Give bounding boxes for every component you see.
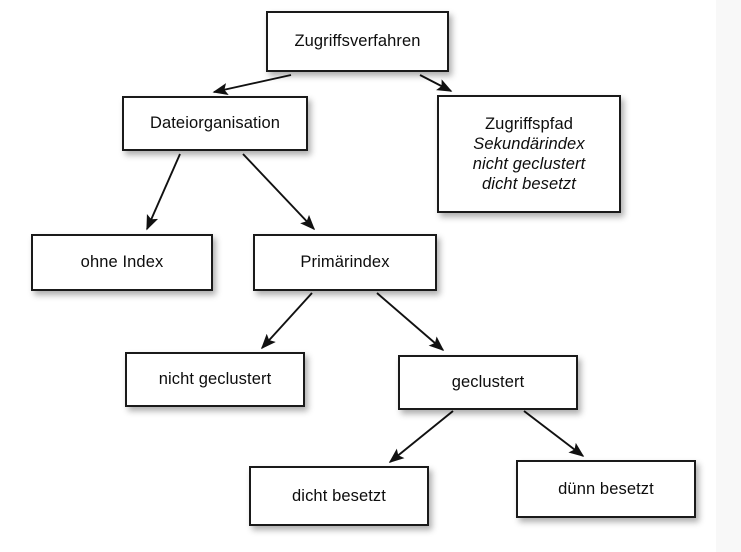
node-duenn-besetzt[interactable]: dünn besetzt	[516, 460, 696, 518]
edge-primaerindex-geclustert	[376, 292, 445, 351]
node-primaerindex[interactable]: Primärindex	[253, 234, 437, 291]
edge-primaerindex-nicht-geclustert	[260, 292, 313, 350]
node-label: Zugriffsverfahren	[294, 32, 421, 51]
node-label: Dateiorganisation	[149, 114, 281, 133]
node-label: dicht besetzt	[292, 486, 386, 505]
edge-zugriffsverfahren-zugriffspfad	[419, 74, 453, 92]
node-dateiorganisation[interactable]: Dateiorganisation	[122, 96, 308, 151]
edge-dateiorganisation-ohne-index	[146, 153, 181, 231]
edge-dateiorganisation-primaerindex	[242, 153, 316, 231]
node-zugriffspfad[interactable]: Zugriffspfad Sekundärindex nicht geclust…	[437, 95, 621, 213]
node-label: nicht geclustert	[158, 370, 272, 389]
node-zugriffsverfahren[interactable]: Zugriffsverfahren	[266, 11, 449, 72]
node-ohne-index[interactable]: ohne Index	[31, 234, 213, 291]
node-geclustert[interactable]: geclustert	[398, 355, 578, 410]
node-label-line-3: nicht geclustert	[472, 155, 586, 173]
node-label-line-2: Sekundärindex	[473, 134, 585, 153]
node-label: ohne Index	[80, 253, 164, 272]
node-label-line-1: Zugriffspfad	[484, 114, 574, 133]
node-dicht-besetzt[interactable]: dicht besetzt	[249, 466, 429, 526]
node-label-line-4: dicht besetzt	[482, 175, 576, 194]
node-nicht-geclustert[interactable]: nicht geclustert	[125, 352, 305, 407]
edge-geclustert-duenn-besetzt	[523, 410, 585, 457]
right-margin-strip	[716, 0, 741, 552]
node-label: dünn besetzt	[558, 479, 654, 498]
node-label: geclustert	[451, 373, 525, 392]
node-label: Primärindex	[300, 253, 390, 272]
edge-zugriffsverfahren-dateiorganisation	[212, 74, 292, 95]
edge-geclustert-dicht-besetzt	[388, 410, 454, 463]
